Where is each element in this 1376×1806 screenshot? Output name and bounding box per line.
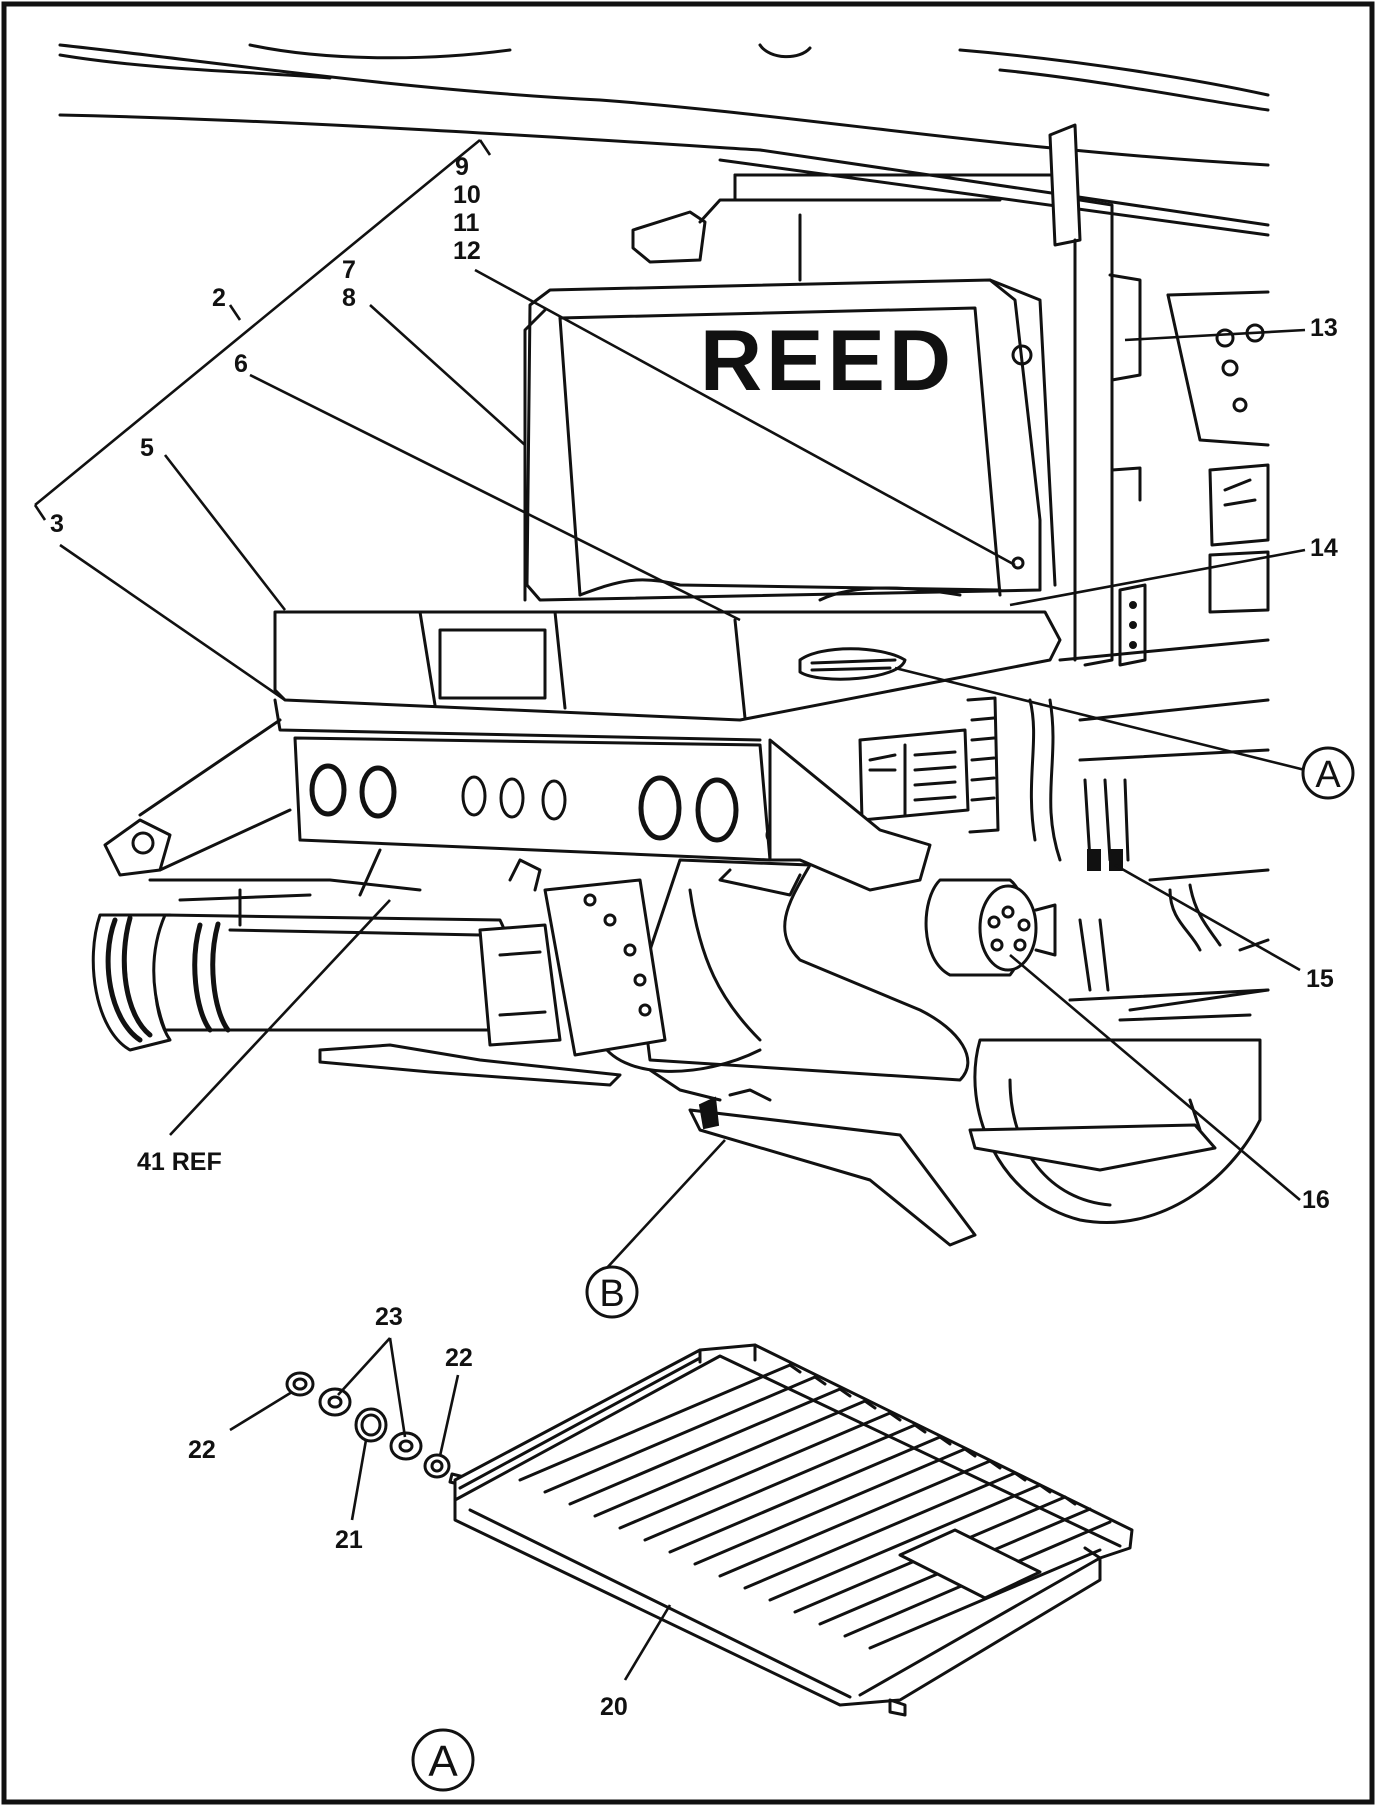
- callout-22-right: 22: [445, 1344, 473, 1372]
- callout-11: 11: [453, 209, 480, 237]
- callout-22-left: 22: [188, 1436, 216, 1464]
- callout-12: 12: [453, 237, 481, 265]
- light-panel: [293, 736, 785, 862]
- callout-20: 20: [600, 1693, 628, 1721]
- callout-7: 7: [342, 256, 356, 284]
- detail-ref-b: B: [585, 1265, 639, 1319]
- callout-5: 5: [140, 434, 154, 462]
- callout-16: 16: [1302, 1186, 1330, 1214]
- callout-15: 15: [1306, 965, 1334, 993]
- callout-14: 14: [1310, 534, 1338, 562]
- step-pad: [798, 647, 907, 681]
- grating-20: [453, 1343, 1134, 1717]
- console-box: REED: [523, 123, 1114, 667]
- washer-23-left: [318, 1387, 352, 1417]
- detail-a: 23 22 22 21 20 A: [188, 1303, 1134, 1792]
- deck-underside: [58, 43, 1270, 237]
- nut-22-right: [423, 1453, 451, 1479]
- work-light: [631, 210, 707, 264]
- callout-13: 13: [1310, 314, 1338, 342]
- detail-ref-a-bottom: A: [411, 1728, 475, 1792]
- reel-hub: [924, 878, 1057, 977]
- callout-23: 23: [375, 1303, 403, 1331]
- callout-9: 9: [455, 153, 469, 181]
- hose-coupling: [91, 718, 667, 1057]
- callout-2: 2: [212, 284, 226, 312]
- brand-label: REED: [700, 313, 955, 409]
- callout-21: 21: [335, 1526, 363, 1554]
- chassis: [318, 738, 1270, 1247]
- detail-ref-a-top: A: [1301, 746, 1355, 800]
- callout-41-ref: 41 REF: [137, 1148, 222, 1176]
- hood: [273, 610, 1062, 742]
- svg-text:A: A: [1315, 754, 1341, 796]
- nut-22-left: [285, 1371, 315, 1397]
- callout-6: 6: [234, 350, 248, 378]
- callout-labels: 9 10 11 12 7 8 2 6 5 3 13 14 15 16 41 RE…: [50, 153, 1338, 1214]
- side-equipment: [858, 273, 1270, 1022]
- svg-text:B: B: [599, 1273, 624, 1315]
- washer-23-right: [389, 1431, 423, 1461]
- callout-8: 8: [342, 284, 356, 312]
- leader-lines: [33, 138, 1306, 1271]
- callout-3: 3: [50, 510, 64, 538]
- svg-text:A: A: [428, 1737, 458, 1786]
- callout-10: 10: [453, 181, 481, 209]
